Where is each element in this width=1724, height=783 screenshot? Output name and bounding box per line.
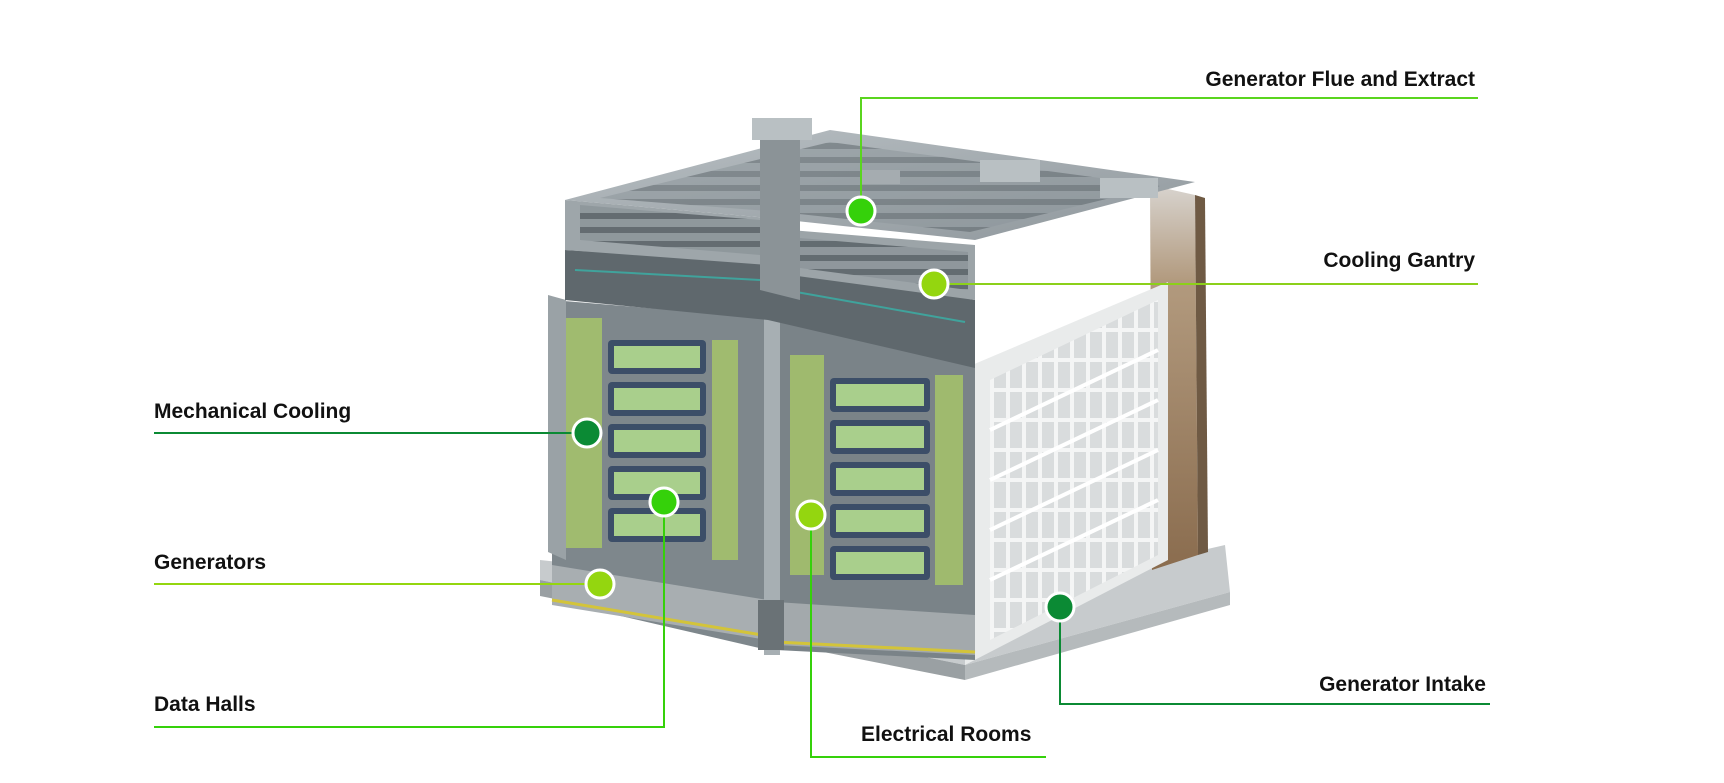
right-cooling-bays	[790, 355, 963, 585]
label-cooling-gantry: Cooling Gantry	[1323, 249, 1475, 272]
leader-electrical-rooms	[810, 515, 1046, 758]
marker-electrical-rooms[interactable]	[795, 499, 827, 531]
label-generator-intake: Generator Intake	[1319, 673, 1486, 696]
plant-level	[565, 250, 975, 368]
marker-cooling-gantry[interactable]	[918, 268, 950, 300]
leader-generator-intake	[1059, 607, 1490, 705]
leader-lines	[154, 97, 1490, 758]
markers	[571, 195, 1076, 623]
marker-generator-intake[interactable]	[1044, 591, 1076, 623]
roof	[565, 118, 1195, 300]
label-electrical-rooms: Electrical Rooms	[861, 723, 1032, 746]
marker-mechanical-cooling[interactable]	[571, 417, 603, 449]
label-generators: Generators	[154, 551, 267, 574]
marker-generators[interactable]	[584, 568, 616, 600]
label-generator-flue-and-extract: Generator Flue and Extract	[1205, 68, 1475, 91]
right-data-hall-racks	[830, 378, 930, 580]
marker-generator-flue[interactable]	[845, 195, 877, 227]
left-outer-wall	[548, 295, 566, 560]
left-data-hall-racks	[608, 340, 706, 542]
label-mechanical-cooling: Mechanical Cooling	[154, 400, 352, 423]
label-data-halls: Data Halls	[154, 693, 256, 716]
building-illustration	[540, 118, 1230, 680]
central-riser	[764, 215, 780, 655]
marker-data-halls[interactable]	[648, 486, 680, 518]
leader-data-halls	[154, 502, 665, 728]
leader-generator-flue	[860, 97, 1478, 211]
